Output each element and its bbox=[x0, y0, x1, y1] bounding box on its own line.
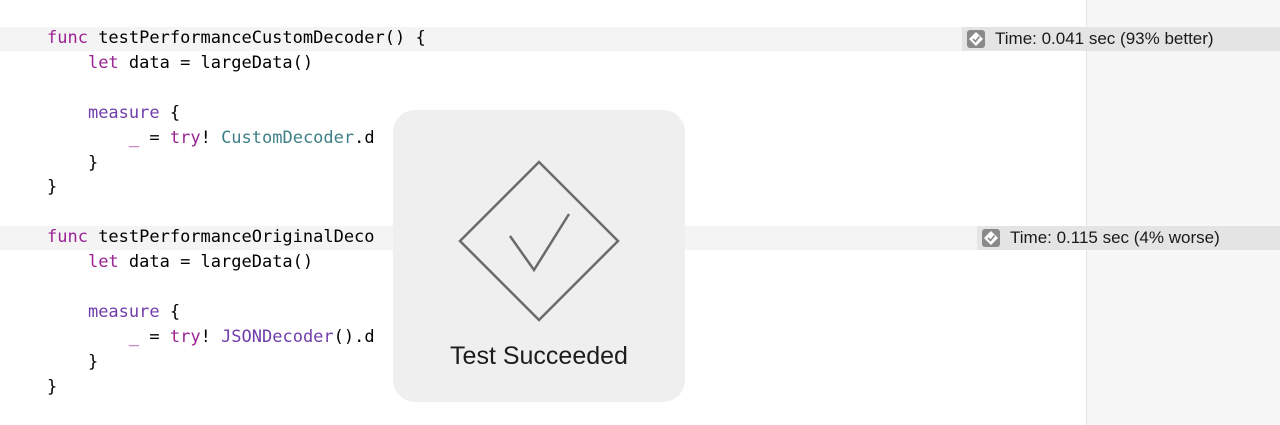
code-token bbox=[47, 327, 129, 347]
code-token: func bbox=[47, 28, 88, 48]
code-token: = bbox=[139, 326, 170, 347]
code-token: ! bbox=[200, 127, 222, 148]
code-token: measure bbox=[87, 102, 160, 123]
code-line: func testPerformanceCustomDecoder() { bbox=[47, 26, 426, 51]
code-token: = bbox=[139, 127, 170, 148]
editor-right-margin bbox=[1086, 0, 1280, 425]
diamond-checkmark-icon bbox=[458, 160, 620, 322]
code-line: } bbox=[47, 151, 98, 176]
code-line: } bbox=[47, 375, 57, 400]
code-token bbox=[47, 128, 129, 148]
code-token: measure bbox=[87, 301, 160, 322]
performance-result-text-2: Time: 0.115 sec (4% worse) bbox=[1010, 228, 1220, 247]
highlighted-line-1 bbox=[0, 27, 1086, 51]
code-line: func testPerformanceOriginalDeco bbox=[47, 225, 375, 250]
code-token bbox=[47, 302, 88, 322]
code-line: } bbox=[47, 175, 57, 200]
code-token: try bbox=[169, 326, 201, 347]
performance-result-badge-1[interactable]: Time: 0.041 sec (93% better) bbox=[962, 27, 1280, 51]
code-line: let data = largeData() bbox=[47, 51, 313, 76]
code-line: let data = largeData() bbox=[47, 250, 313, 275]
code-token: } bbox=[47, 351, 99, 372]
code-token: _ bbox=[128, 326, 140, 347]
code-token: { bbox=[159, 301, 181, 322]
code-line: } bbox=[47, 350, 98, 375]
code-token: let bbox=[87, 52, 119, 73]
code-token: testPerformanceCustomDecoder() { bbox=[87, 28, 426, 48]
performance-result-text-1: Time: 0.041 sec (93% better) bbox=[995, 29, 1214, 48]
code-token: _ bbox=[128, 127, 140, 148]
hud-status-label: Test Succeeded bbox=[450, 342, 628, 370]
diamond-check-icon bbox=[980, 227, 1002, 249]
code-token: JSONDecoder bbox=[221, 326, 334, 347]
test-result-hud: Test Succeeded bbox=[393, 110, 685, 402]
code-token: { bbox=[159, 102, 181, 123]
code-token: } bbox=[47, 376, 58, 397]
performance-result-badge-2[interactable]: Time: 0.115 sec (4% worse) bbox=[977, 226, 1280, 250]
code-token: testPerformanceOriginalDeco bbox=[87, 227, 375, 248]
code-line: measure { bbox=[47, 101, 180, 126]
code-token: data = largeData() bbox=[118, 52, 314, 73]
code-token: CustomDecoder bbox=[221, 127, 355, 148]
code-line: _ = try! JSONDecoder().d ata) bbox=[47, 325, 682, 350]
code-token: } bbox=[47, 177, 58, 198]
code-token: data = largeData() bbox=[118, 252, 314, 273]
code-token: let bbox=[87, 252, 119, 273]
code-token: func bbox=[47, 227, 88, 248]
code-token bbox=[47, 252, 88, 272]
code-token bbox=[47, 53, 88, 73]
code-token: try bbox=[169, 127, 201, 148]
code-token: ! bbox=[200, 326, 222, 347]
diamond-check-icon bbox=[965, 28, 987, 50]
code-token: } bbox=[47, 152, 99, 173]
code-line: measure { bbox=[47, 300, 180, 325]
code-token bbox=[47, 103, 88, 123]
